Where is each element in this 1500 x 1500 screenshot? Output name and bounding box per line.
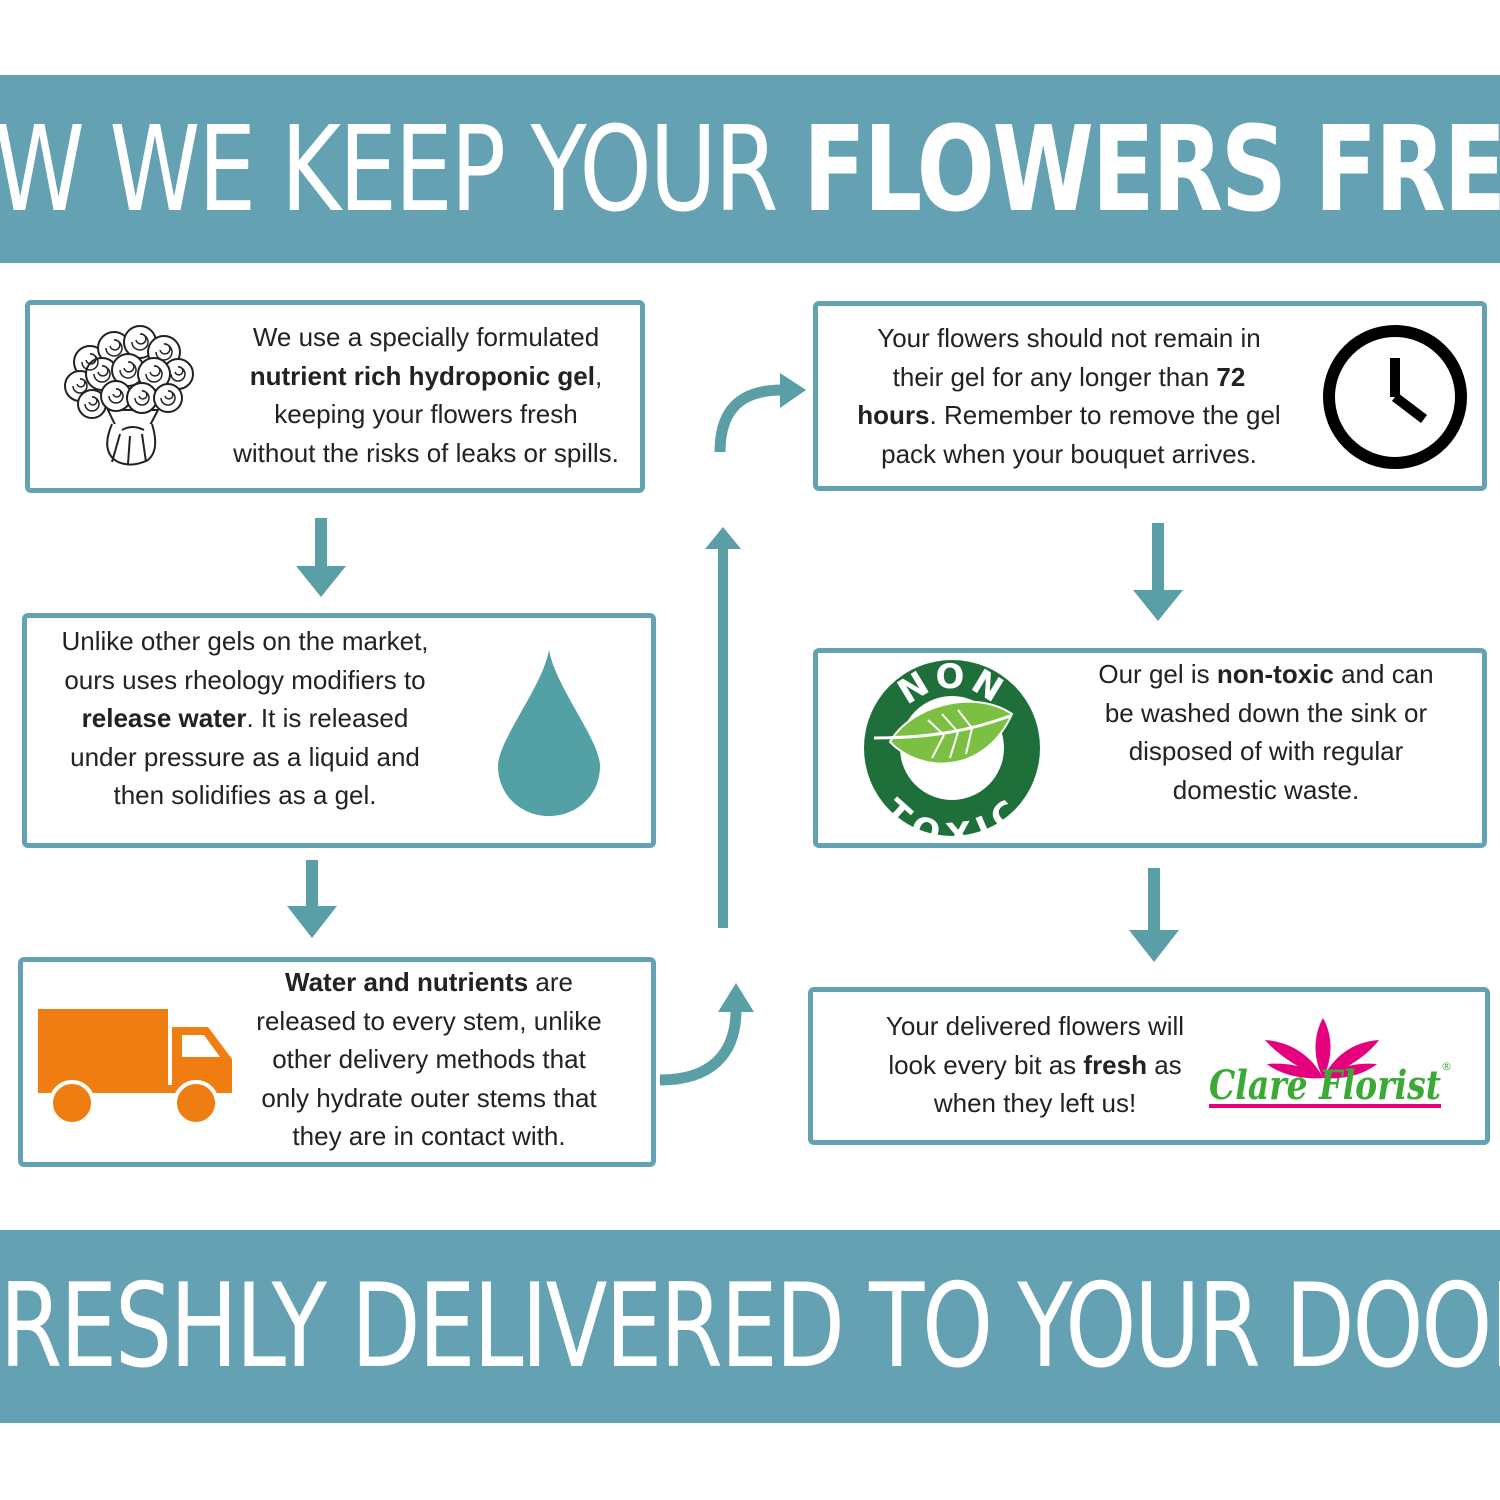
clock-icon xyxy=(1323,325,1467,469)
water-drop-icon xyxy=(498,650,600,816)
delivery-truck-icon xyxy=(38,1009,232,1126)
arrow-down-2 xyxy=(287,860,337,938)
arrow-down-3 xyxy=(1133,523,1183,621)
arrow-up-long xyxy=(705,527,741,928)
footer-title: FRESHLY DELIVERED TO YOUR DOOR xyxy=(0,1259,1500,1394)
non-toxic-badge-icon: NON TOXIC xyxy=(864,658,1040,838)
bouquet-icon xyxy=(64,325,194,466)
step-release-text: Unlike other gels on the market, ours us… xyxy=(61,626,429,810)
arrow-curve-right xyxy=(714,373,806,453)
brand-registered-mark: ® xyxy=(1441,1060,1452,1073)
page-title: HOW WE KEEP YOUR FLOWERS FRESH xyxy=(0,100,1500,238)
footer-banner: FRESHLY DELIVERED TO YOUR DOOR xyxy=(0,1230,1500,1423)
arrow-curve-up-right xyxy=(659,983,754,1086)
clare-florist-logo: Clare Florist ® xyxy=(1209,1018,1452,1109)
step-gel-text: We use a specially formulated nutrient r… xyxy=(233,322,619,468)
brand-name: Clare Florist xyxy=(1209,1062,1441,1109)
step-delivered-text: Your delivered flowers will look every b… xyxy=(885,1011,1185,1118)
step-nontoxic-text: Our gel is non-toxic and can be washed d… xyxy=(1098,659,1434,805)
arrow-down-1 xyxy=(296,518,346,597)
step-delivered-card xyxy=(808,987,1490,1145)
step-nutrients-text: Water and nutrients are released to ever… xyxy=(256,967,602,1151)
arrow-down-4 xyxy=(1129,868,1179,962)
step-timing-text: Your flowers should not remain in their … xyxy=(857,323,1281,469)
header-banner: HOW WE KEEP YOUR FLOWERS FRESH xyxy=(0,75,1500,263)
